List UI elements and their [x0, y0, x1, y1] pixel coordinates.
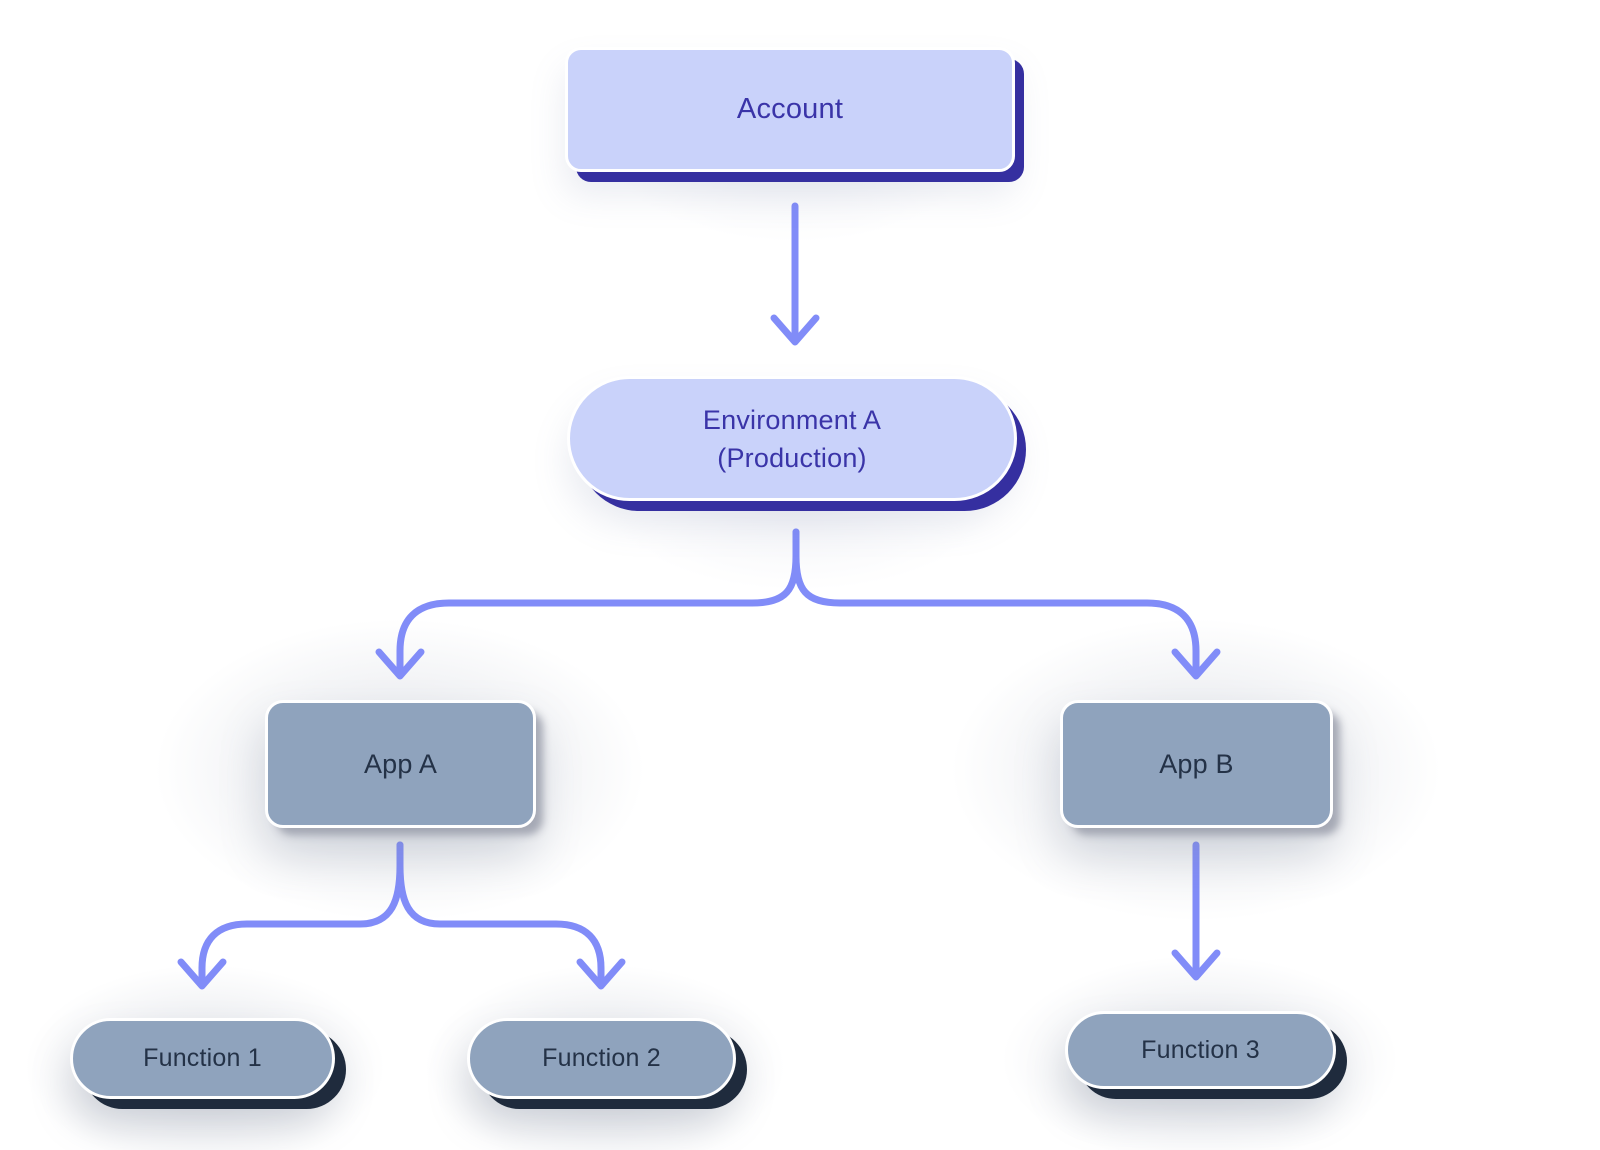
node-environment-a: Environment A (Production): [567, 376, 1017, 501]
node-function-1-label: Function 1: [143, 1044, 262, 1072]
edge-environment-to-app-b-arrow: [792, 528, 1221, 680]
node-environment-label-line2: (Production): [717, 442, 867, 473]
node-function-2: Function 2: [467, 1018, 736, 1099]
edge-app-a-to-function-1-arrow: [177, 841, 404, 990]
edge-environment-to-app-a-arrow: [375, 528, 800, 680]
node-app-b: App B: [1060, 700, 1333, 828]
edges-layer: [177, 202, 1221, 990]
node-account-label: Account: [736, 93, 844, 125]
node-app-a-label: App A: [363, 748, 438, 779]
edge-account-to-environment-arrow: [770, 202, 820, 346]
node-app-a: App A: [265, 700, 536, 828]
node-app-b-label: App B: [1159, 748, 1234, 779]
node-environment-label-line1: Environment A: [702, 404, 882, 435]
node-account: Account: [565, 47, 1015, 172]
node-function-3: Function 3: [1065, 1011, 1336, 1089]
node-function-1: Function 1: [70, 1018, 335, 1099]
node-function-3-label: Function 3: [1141, 1035, 1260, 1064]
edge-app-b-to-function-3-arrow: [1171, 841, 1221, 981]
edge-app-a-to-function-2-arrow: [396, 841, 626, 990]
node-function-2-label: Function 2: [542, 1044, 661, 1072]
